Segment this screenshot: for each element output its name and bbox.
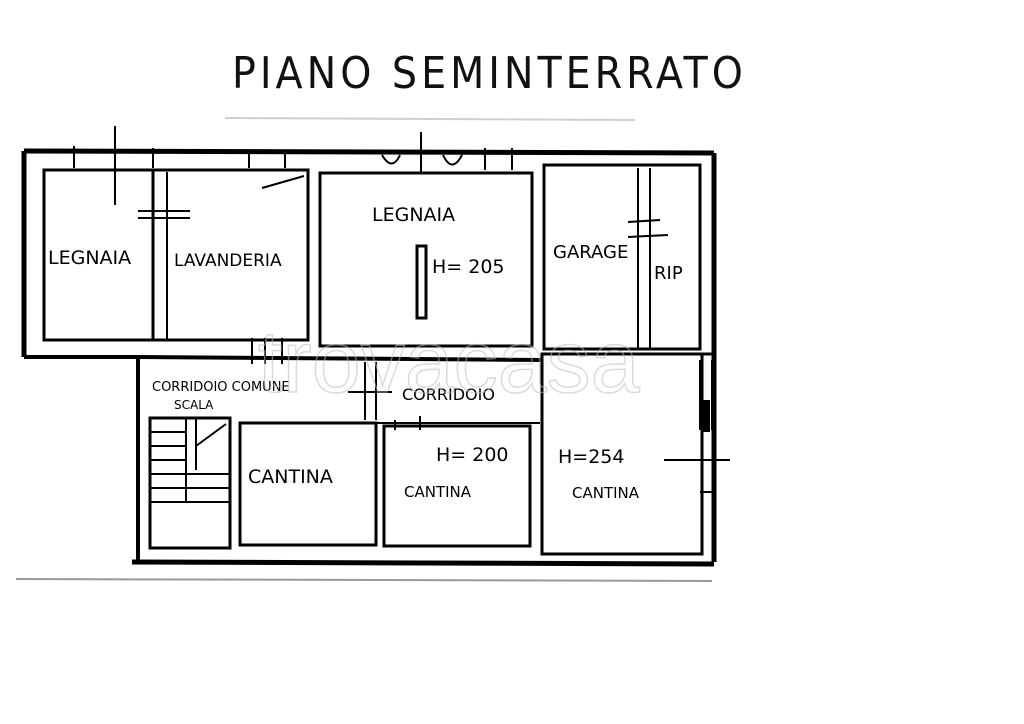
label-legnaia-center: LEGNAIA bbox=[372, 204, 455, 226]
label-lavanderia: LAVANDERIA bbox=[174, 251, 282, 271]
plan-title: PIANO SEMINTERRATO bbox=[232, 48, 747, 99]
stair-treads bbox=[150, 418, 230, 503]
outer-walls bbox=[15, 148, 717, 582]
lower-rooms bbox=[137, 352, 730, 556]
label-cantina-right: CANTINA bbox=[572, 484, 640, 502]
label-legnaia-left: LEGNAIA bbox=[48, 247, 131, 269]
label-garage: GARAGE bbox=[553, 242, 628, 263]
label-corridoio-comune: CORRIDOIO COMUNE bbox=[152, 380, 290, 395]
watermark: trovacasa bbox=[258, 312, 640, 411]
title-rule bbox=[224, 117, 636, 121]
room-labels: LEGNAIA LAVANDERIA LEGNAIA H= 205 GARAGE… bbox=[48, 204, 683, 502]
label-rip: RIP bbox=[654, 263, 683, 284]
label-height-legnaia: H= 205 bbox=[432, 256, 505, 278]
label-cantina-mid: CANTINA bbox=[404, 483, 472, 501]
label-height-cantina-mid: H= 200 bbox=[436, 444, 509, 466]
label-scala: SCALA bbox=[174, 398, 214, 412]
label-cantina-left: CANTINA bbox=[248, 466, 333, 488]
label-height-cantina-right: H=254 bbox=[558, 446, 624, 468]
upper-rooms bbox=[42, 126, 702, 364]
label-corridoio: CORRIDOIO bbox=[402, 385, 495, 404]
